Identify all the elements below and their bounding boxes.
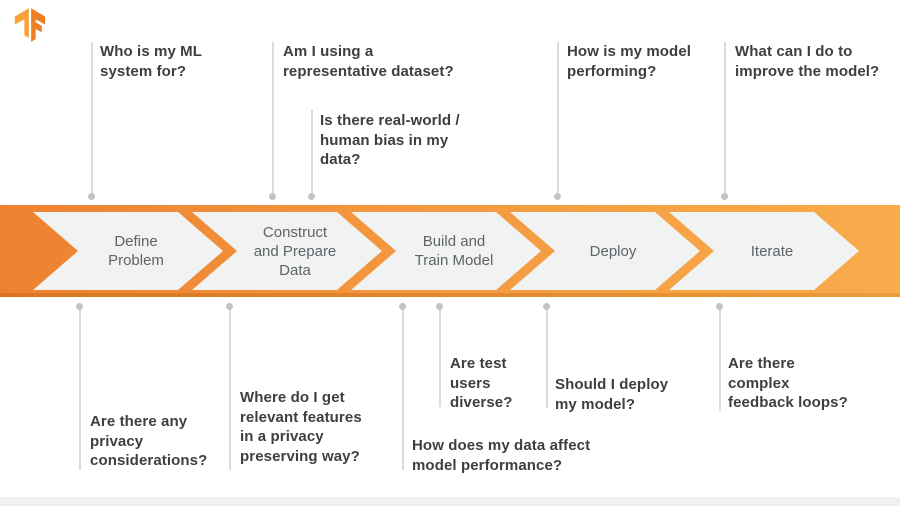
question-top-representative-dataset: Am I using a representative dataset? [283,43,454,80]
pipeline-band: Define Problem Construct and Prepare Dat… [0,205,900,297]
stage-label: Define Problem [108,233,164,269]
stage-label: Build and Train Model [414,233,494,269]
leader-line-bottom-5 [546,310,548,408]
band-bottom-shade [0,293,900,297]
leader-line-top-5 [724,42,726,193]
page-bottom-edge [0,497,900,506]
question-bottom-data-affect-performance: How does my data affect model performanc… [412,437,591,474]
leader-line-bottom-4 [439,310,441,407]
leader-line-top-1 [91,42,93,193]
question-top-human-bias: Is there real-world / human bias in my d… [320,112,460,168]
question-bottom-test-users-diverse: Are test users diverse? [450,355,513,411]
leader-dot-top-2 [269,193,276,200]
stage-label: Construct and Prepare Data [253,223,337,279]
leader-line-top-3 [311,110,313,193]
question-bottom-feedback-loops: Are there complex feedback loops? [728,355,848,411]
leader-dot-bottom-5 [543,303,550,310]
leader-dot-bottom-3 [399,303,406,310]
leader-dot-bottom-1 [76,303,83,310]
question-top-improve-model: What can I do to improve the model? [735,43,880,80]
leader-dot-top-1 [88,193,95,200]
leader-line-bottom-3 [402,310,404,470]
leader-line-top-4 [557,42,559,193]
stage-label: Deploy [589,242,637,260]
stage-define-problem: Define Problem [33,212,223,290]
question-bottom-privacy-preserving-features: Where do I get relevant features in a pr… [240,389,362,465]
leader-line-bottom-6 [719,310,721,411]
question-top-model-performing: How is my model performing? [567,43,692,80]
leader-line-bottom-1 [79,310,81,470]
question-bottom-privacy-considerations: Are there any privacy considerations? [90,413,208,469]
stage-label: Iterate [750,242,794,260]
leader-dot-bottom-4 [436,303,443,310]
leader-dot-bottom-6 [716,303,723,310]
leader-dot-top-5 [721,193,728,200]
question-top-who-is-system-for: Who is my ML system for? [100,43,203,80]
leader-dot-top-4 [554,193,561,200]
leader-dot-top-3 [308,193,315,200]
leader-line-bottom-2 [229,310,231,470]
tensorflow-logo-icon [14,8,46,42]
leader-line-top-2 [272,42,274,193]
leader-dot-bottom-2 [226,303,233,310]
question-bottom-should-deploy: Should I deploy my model? [555,376,669,413]
